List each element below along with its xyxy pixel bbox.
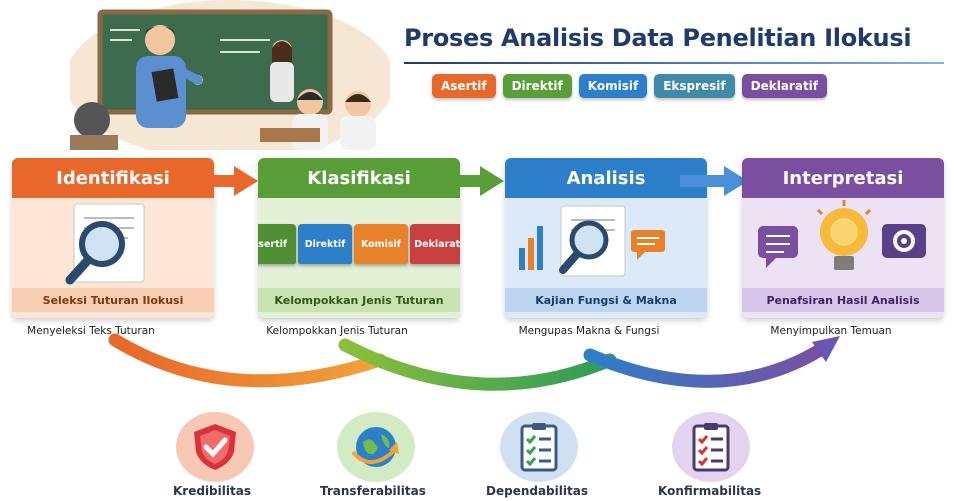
criteria-label: Konfirmabilitas (658, 484, 762, 498)
title-underline (404, 62, 944, 64)
speech-act-tags: Asertif Direktif Komisif Ekspresif Dekla… (432, 74, 828, 98)
flow-curves (108, 333, 840, 391)
badge-kredibilitas (176, 412, 254, 482)
tag-komisif: Komisif (578, 74, 648, 98)
badge-transferabilitas (337, 412, 415, 482)
step-footer: Kajian Fungsi & Makna (505, 288, 707, 312)
step-analisis: Analisis Kajian Fungsi & Makna (505, 158, 707, 318)
criteria-label: Transferabilitas (320, 484, 426, 498)
step-description: Kelompokkan Jenis Tuturan (266, 325, 408, 337)
magnifier-document-icon (65, 203, 145, 285)
step-title: Identifikasi (12, 158, 214, 198)
step-identifikasi: Identifikasi Seleksi Tuturan Ilokusi (12, 158, 214, 318)
lightbulb-gear-icon (758, 200, 926, 270)
tag-asertif: Asertif (432, 74, 496, 98)
shield-check-icon (194, 424, 236, 470)
folder-deklaratif: Deklaratif (409, 224, 460, 264)
arrow-right-icon (436, 166, 504, 196)
step-description: Menyeleksi Teks Tuturan (27, 325, 155, 337)
step-description: Mengupas Makna & Fungsi (518, 325, 660, 337)
folder-komisif: Komisif (353, 224, 408, 264)
step-title: Interpretasi (742, 158, 944, 198)
tag-direktif: Direktif (502, 74, 572, 98)
step-klasifikasi: Klasifikasi Asertif Direktif Komisif Dek… (258, 158, 460, 318)
page-title: Proses Analisis Data Penelitian Ilokusi (404, 24, 912, 52)
step-footer: Seleksi Tuturan Ilokusi (12, 288, 214, 312)
step-footer: Penafsiran Hasil Analisis (742, 288, 944, 312)
badge-konfirmabilitas (672, 412, 750, 482)
step-footer: Kelompokkan Jenis Tuturan (258, 288, 460, 312)
step-title: Klasifikasi (258, 158, 460, 198)
arrow-right-icon (190, 166, 258, 196)
checklist-icon (692, 423, 730, 472)
tag-ekspresif: Ekspresif (654, 74, 735, 98)
tag-deklaratif: Deklaratif (741, 74, 828, 98)
folders-icon: Asertif Direktif Komisif Deklaratif (258, 224, 460, 264)
globe-arrows-icon (351, 427, 399, 467)
checklist-icon (520, 423, 558, 472)
step-title: Analisis (505, 158, 707, 198)
step-interpretasi: Interpretasi Penafsiran Hasil Analisis (742, 158, 944, 318)
folder-direktif: Direktif (297, 224, 352, 264)
step-description: Menyimpulkan Temuan (770, 325, 892, 337)
criteria-label: Dependabilitas (486, 484, 588, 498)
arrow-right-icon (680, 166, 748, 196)
chart-magnifier-icon (519, 205, 665, 277)
badge-dependabilitas (500, 412, 578, 482)
folder-asertif: Asertif (258, 224, 296, 264)
criteria-label: Kredibilitas (173, 484, 251, 498)
classroom-illustration (70, 0, 390, 150)
